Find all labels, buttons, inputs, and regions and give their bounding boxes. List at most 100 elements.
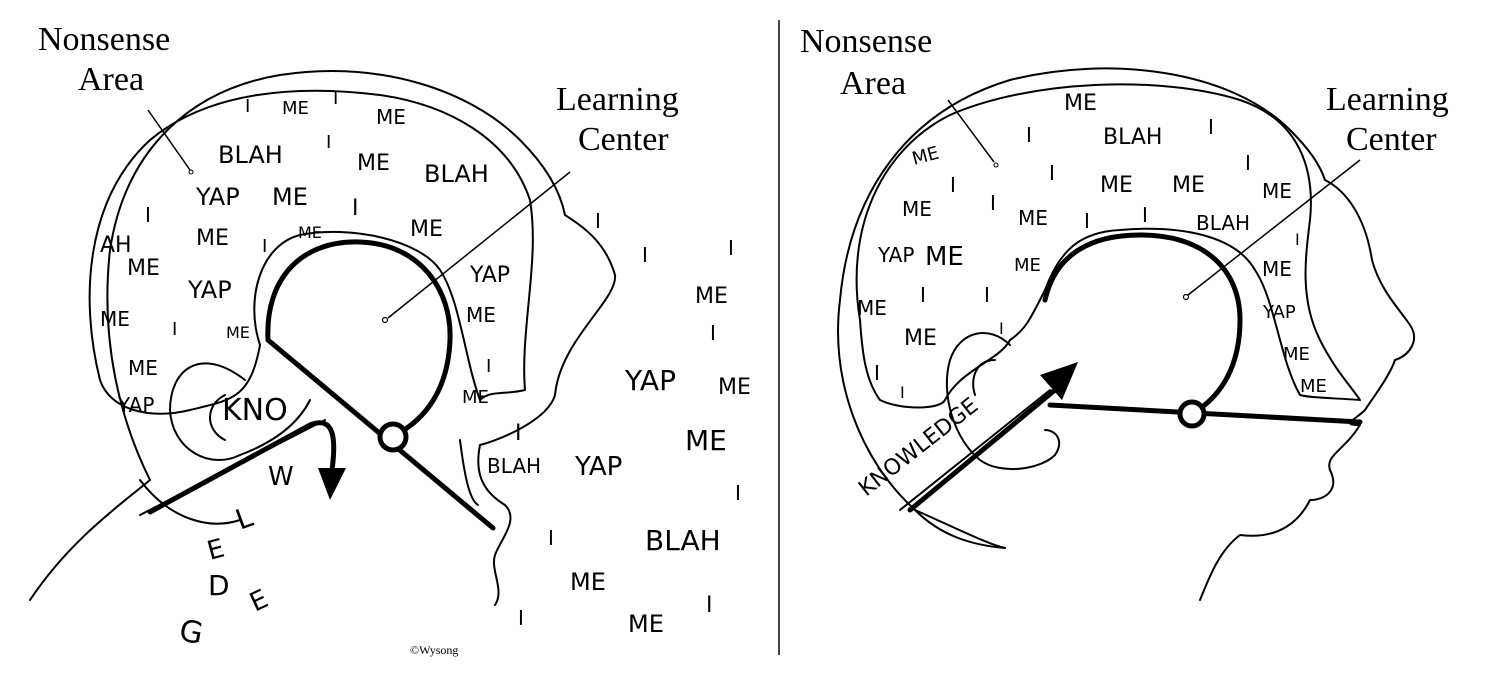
left-brain-word-9: ME [272,183,308,211]
right-brain-word-2: BLAH [1103,125,1162,150]
left-head-outline [29,70,617,606]
right-brain-word-4: ME [910,143,941,170]
left-kno-text: KNO [222,393,288,428]
right-arrow-shaft-outer [899,389,1051,511]
left-outside-word-7: I [486,356,491,377]
left-outside-word-21: ME [628,610,664,638]
left-outside-word-14: YAP [574,452,622,482]
left-scattered-letter-3: G [177,613,206,652]
right-brain-word-29: I [874,361,880,385]
right-panel: KNOWLEDGE Nonsense Area Learning Center … [800,23,1449,601]
left-brain-word-4: BLAH [218,141,283,169]
left-outside-word-12: ME [685,424,727,457]
left-brain-word-21: ME [226,323,250,342]
right-brain-word-25: ME [857,296,887,320]
right-arrow-head [1040,362,1078,400]
right-brain-word-17: I [1295,230,1300,249]
left-outside-word-13: BLAH [487,454,541,478]
right-brain-word-12: I [990,191,996,215]
right-brain-word-5: I [950,173,956,197]
left-brain-word-14: ME [196,226,229,251]
left-learning-pointer [387,171,571,319]
right-ear-inner [972,359,996,396]
left-nonsense-label-2: Area [78,61,144,98]
left-nonsense-pointer [147,109,191,171]
right-brain-word-11: ME [902,197,932,221]
left-brain-word-15: ME [298,223,322,242]
left-brain-word-1: ME [282,98,309,119]
left-brain-outline [88,89,534,415]
left-outside-word-16: I [548,526,554,550]
right-brain-word-20: ME [1262,257,1292,281]
left-neck [139,479,241,525]
right-brain-word-0: ME [1064,91,1097,116]
left-arrow-head [318,468,346,500]
left-outside-word-4: YAP [469,263,510,288]
left-learning-label-1: Learning [556,81,679,118]
left-learning-loop [265,239,453,438]
left-brain-word-7: BLAH [424,160,489,188]
right-brain-word-3: I [1208,115,1214,139]
left-brain-word-17: ME [127,256,160,281]
right-brain-word-26: ME [904,326,937,351]
right-neck [914,509,1006,549]
right-brain-word-30: ME [1300,376,1327,397]
left-brain-word-2: I [333,88,338,109]
right-nonsense-pointer [947,99,995,163]
right-brain-word-6: I [1049,161,1055,185]
right-brain-word-18: YAP [877,243,914,267]
left-brain-word-8: YAP [195,183,240,211]
right-brain-word-16: BLAH [1196,211,1250,235]
left-outside-word-9: ME [718,375,751,400]
right-brain-word-14: I [1084,209,1090,233]
left-brain-word-3: ME [376,105,406,129]
left-outside-word-8: YAP [624,364,676,397]
right-brain-word-7: ME [1100,173,1133,198]
left-scattered-letter-1: E [204,534,228,567]
left-outside-word-6: ME [466,303,496,327]
right-learning-pointer [1187,159,1361,296]
left-outside-word-0: I [595,209,601,233]
left-brain-word-0: I [245,96,250,117]
left-brain-word-22: ME [128,356,158,380]
left-brain-word-5: I [326,132,331,153]
right-brain-word-13: ME [1018,206,1048,230]
right-nonsense-label-2: Area [840,65,906,102]
right-nonsense-dot [993,162,999,168]
left-brain-word-6: ME [357,151,390,176]
left-nonsense-dot [188,169,194,175]
right-brain-word-19: ME [925,242,964,272]
left-outside-word-11: I [515,421,522,446]
left-outside-word-17: BLAH [645,524,721,557]
left-brain-word-10: I [145,203,151,227]
right-knowledge-text: KNOWLEDGE [854,393,983,501]
right-brain-word-22: I [920,283,926,307]
right-arrow-shaft [907,387,1058,513]
right-brain-word-31: I [900,383,905,402]
copyright: ©Wysong [410,643,458,657]
left-nonsense-label-1: Nonsense [38,21,170,58]
right-brain-word-21: ME [1014,255,1041,276]
left-outside-word-18: ME [570,568,606,596]
left-outside-word-15: I [735,481,741,505]
left-brain-word-19: ME [100,307,130,331]
left-brain-word-12: ME [410,217,443,242]
left-scattered-letter-4: E [245,584,273,618]
left-ear [169,362,311,461]
right-brain-word-23: I [984,283,990,307]
right-learning-label-2: Center [1346,121,1437,158]
left-brain-word-13: I [262,236,267,257]
left-outside-word-2: I [728,236,734,260]
left-brain-word-16: AH [100,233,132,258]
left-back-curve [459,439,479,506]
right-brain-word-8: ME [1172,173,1205,198]
left-outside-word-10: ME [462,387,489,408]
left-brain-word-11: I [352,196,359,221]
left-scattered-letter-2: D [208,569,230,602]
right-brain-word-10: ME [1262,179,1292,203]
left-learning-label-2: Center [578,121,669,158]
right-brain-word-9: I [1245,151,1251,175]
